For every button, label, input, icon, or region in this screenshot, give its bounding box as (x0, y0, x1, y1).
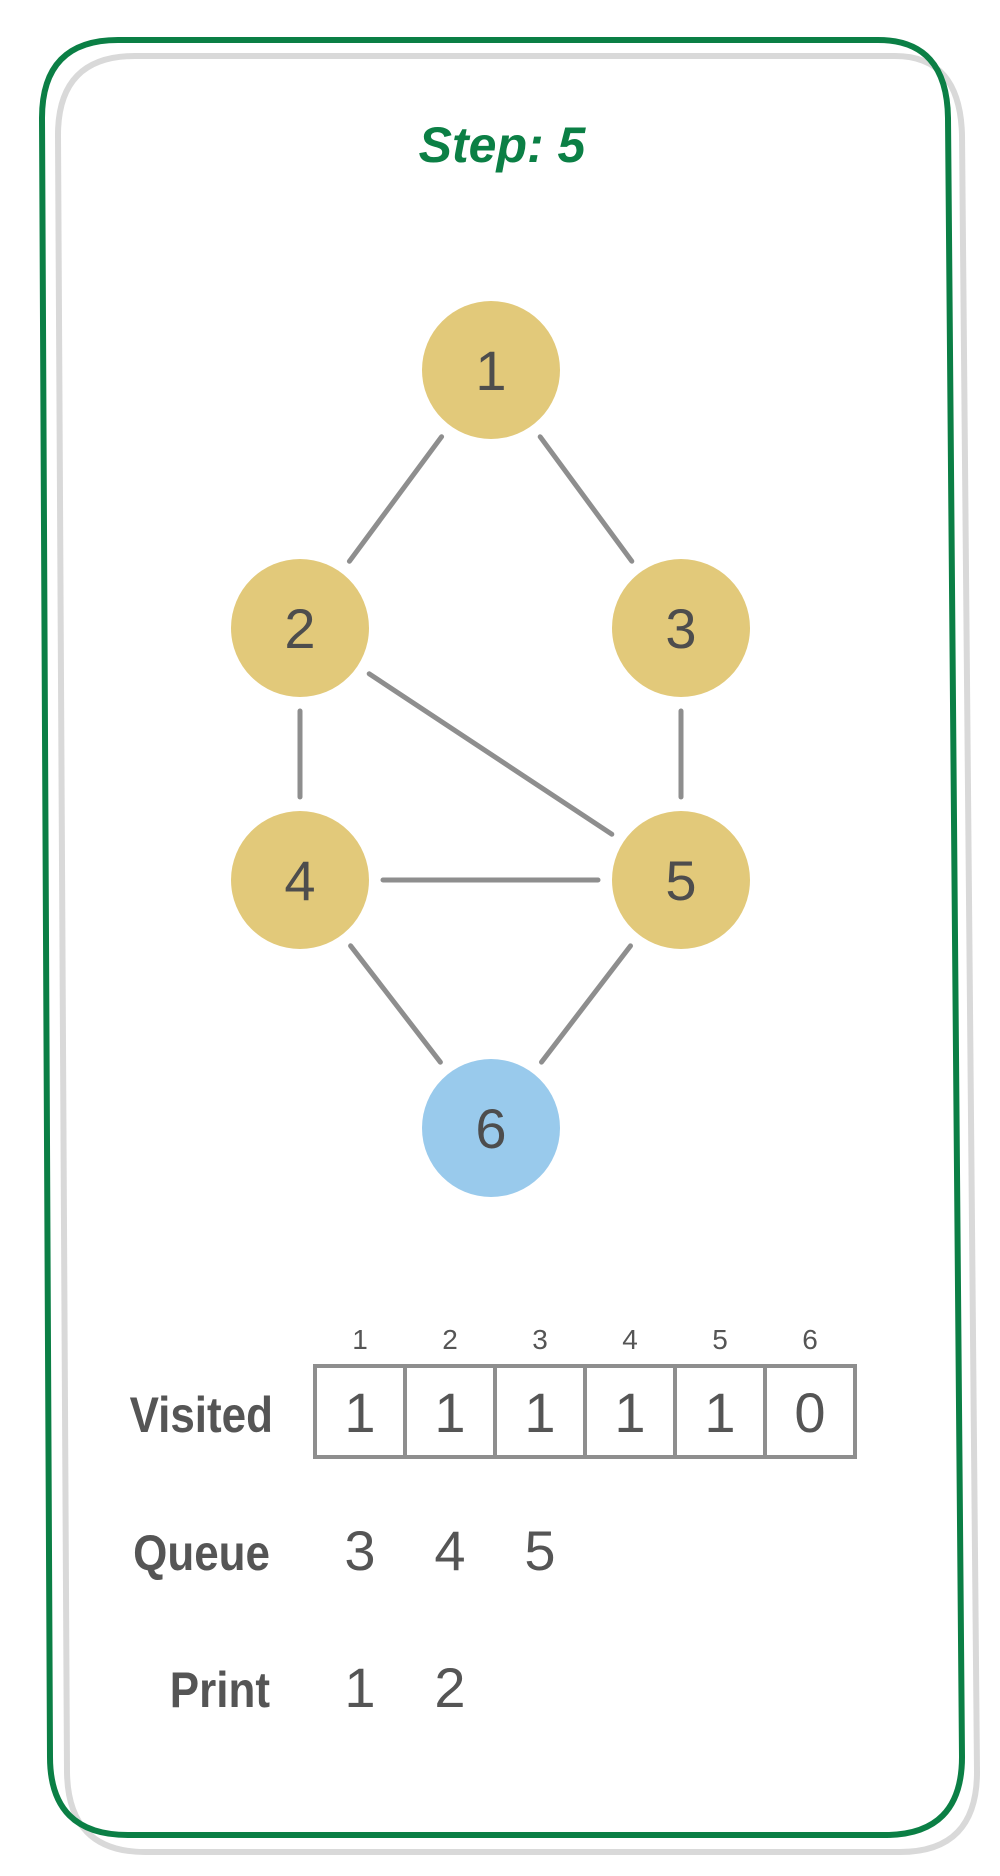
visited-cell-2: 1 (403, 1364, 497, 1459)
visited-header-6: 6 (802, 1324, 818, 1355)
visited-cell-value: 1 (704, 1381, 735, 1444)
node-2-label: 2 (284, 597, 315, 660)
node-5-label: 5 (665, 849, 696, 912)
queue-label: Queue (133, 1524, 270, 1580)
graph-nodes: 1 2 3 4 5 6 (231, 301, 750, 1197)
visited-cell-value: 0 (794, 1381, 825, 1444)
print-item-2: 2 (434, 1656, 465, 1719)
edge-5-6 (539, 943, 633, 1065)
node-4-label: 4 (284, 849, 315, 912)
visited-headers: 1 2 3 4 5 6 (352, 1324, 818, 1355)
visited-cell-value: 1 (614, 1381, 645, 1444)
visited-header-1: 1 (352, 1324, 368, 1355)
node-4-circle (231, 811, 369, 949)
print-item-1: 1 (344, 1656, 375, 1719)
visited-header-4: 4 (622, 1324, 638, 1355)
visited-cell-box (493, 1364, 587, 1459)
node-3-circle (612, 559, 750, 697)
queue-item-2: 4 (434, 1519, 465, 1582)
edge-2-5 (366, 671, 615, 837)
node-1-circle (422, 301, 560, 439)
visited-cell-box (313, 1364, 407, 1459)
visited-header-5: 5 (712, 1324, 728, 1355)
visited-cell-value: 1 (434, 1381, 465, 1444)
visited-cell-3: 1 (493, 1364, 587, 1459)
edge-1-3 (537, 434, 635, 564)
visited-header-2: 2 (442, 1324, 458, 1355)
node-2[interactable]: 2 (231, 559, 369, 697)
node-4[interactable]: 4 (231, 811, 369, 949)
visited-cell-box (583, 1364, 677, 1459)
visited-cell-1: 1 (313, 1364, 407, 1459)
visited-cell-box (763, 1364, 857, 1459)
step-title: Step: 5 (419, 117, 587, 173)
node-1-label: 1 (475, 339, 506, 402)
node-5-circle (612, 811, 750, 949)
frame-border (38, 37, 966, 1838)
node-6-label: 6 (475, 1097, 506, 1160)
node-3-label: 3 (665, 597, 696, 660)
node-2-circle (231, 559, 369, 697)
visited-cell-6: 0 (763, 1364, 857, 1459)
visited-cell-4: 1 (583, 1364, 677, 1459)
frame-shadow (54, 53, 981, 1855)
visited-header-3: 3 (532, 1324, 548, 1355)
node-3[interactable]: 3 (612, 559, 750, 697)
visited-cell-box (673, 1364, 767, 1459)
node-5[interactable]: 5 (612, 811, 750, 949)
visited-label: Visited (130, 1386, 273, 1442)
queue-item-1: 3 (344, 1519, 375, 1582)
node-1[interactable]: 1 (422, 301, 560, 439)
visited-cell-value: 1 (524, 1381, 555, 1444)
edge-1-2 (346, 434, 445, 564)
visited-cell-5: 1 (673, 1364, 767, 1459)
node-6-circle (422, 1059, 560, 1197)
print-label: Print (170, 1661, 270, 1717)
node-6[interactable]: 6 (422, 1059, 560, 1197)
visited-cell-value: 1 (344, 1381, 375, 1444)
edge-4-6 (348, 943, 443, 1065)
graph-edges (297, 434, 684, 1065)
queue-item-3: 5 (524, 1519, 555, 1582)
